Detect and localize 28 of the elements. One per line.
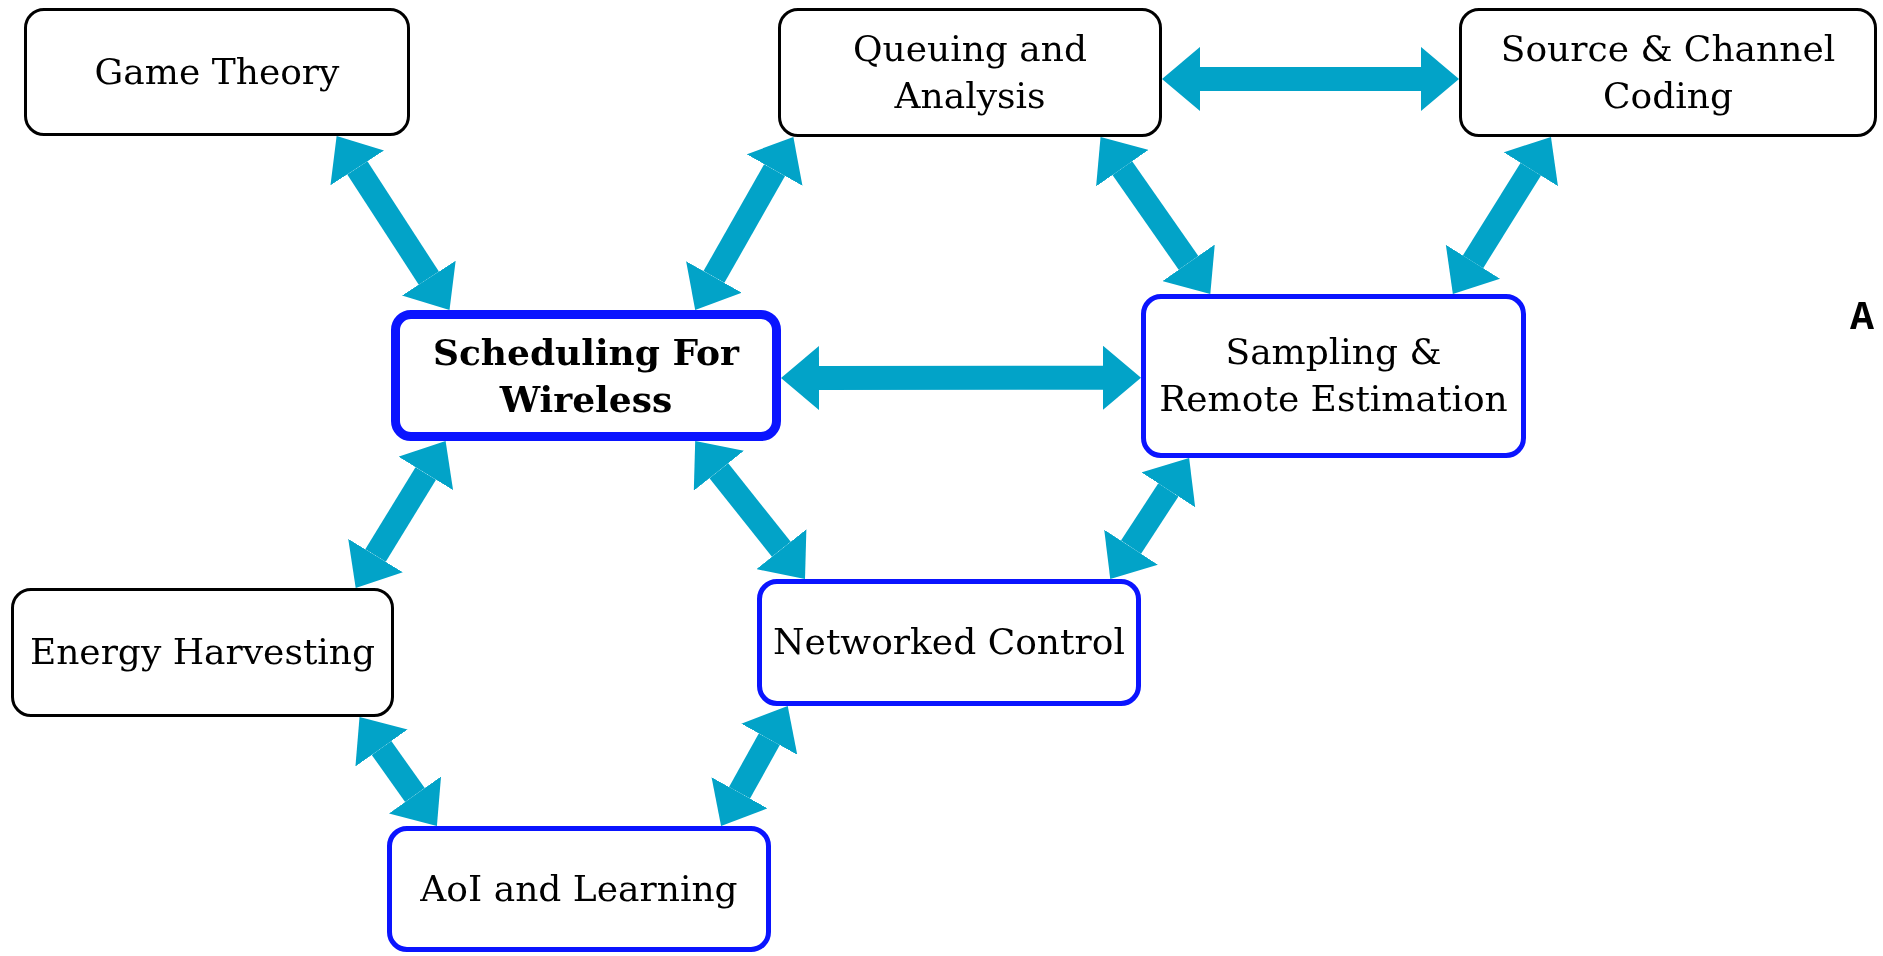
topic-box [11, 588, 394, 717]
double-arrow [1096, 137, 1215, 294]
double-arrow [686, 137, 803, 310]
double-arrow [355, 717, 441, 826]
double-arrow [348, 441, 454, 588]
double-arrow [1445, 137, 1558, 294]
double-arrow [330, 136, 456, 310]
topic-label: Sampling & Remote Estimation [1158, 330, 1509, 421]
topic-label: Game Theory [94, 49, 340, 94]
double-arrow [1104, 458, 1196, 579]
topic-label: Source & Channel Coding [1499, 26, 1837, 118]
cut-off-text: A [1850, 296, 1874, 341]
double-arrow [1162, 46, 1459, 111]
double-arrow [711, 706, 798, 826]
topic-box [24, 8, 410, 136]
double-arrow [693, 441, 807, 579]
topic-box [391, 310, 781, 441]
topic-label: AoI and Learning [420, 866, 738, 911]
topic-box [1141, 294, 1526, 458]
topic-box [757, 579, 1141, 706]
topic-label: Networked Control [773, 620, 1125, 665]
topic-box [778, 8, 1162, 137]
topic-box [387, 826, 771, 952]
topic-label: Energy Harvesting [29, 630, 376, 675]
topic-label: Queuing and Analysis [851, 26, 1089, 118]
topic-box [1459, 8, 1877, 137]
double-arrow [781, 345, 1141, 411]
topic-label: Scheduling For Wireless [431, 329, 741, 422]
